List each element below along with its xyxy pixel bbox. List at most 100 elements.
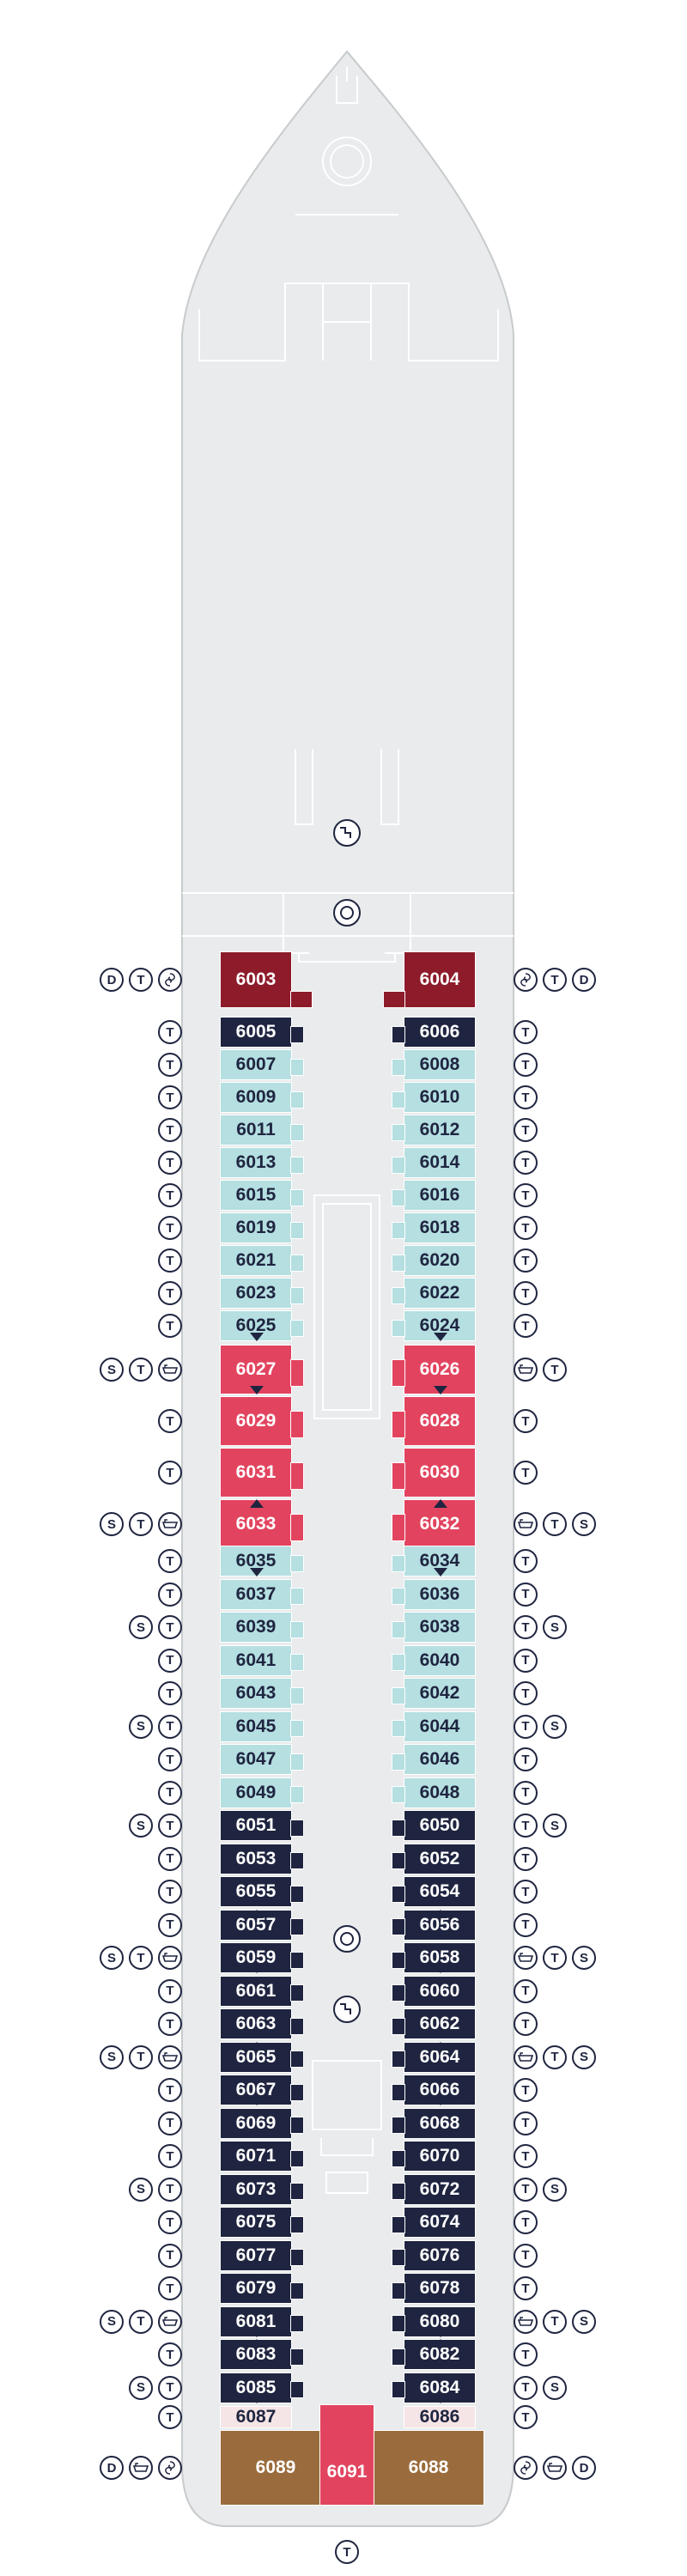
cabin-6043[interactable]: 6043 [220,1678,292,1709]
cabin-6041[interactable]: 6041 [220,1644,292,1676]
cabin-6050[interactable]: 6050 [404,1810,476,1841]
cabin-6042[interactable]: 6042 [404,1678,476,1709]
cabin-6067[interactable]: 6067 [220,2075,292,2105]
cabin-6080[interactable]: 6080 [404,2306,476,2337]
cabin-6005[interactable]: 6005 [220,1017,292,1048]
cabin-6033[interactable]: 6033 [220,1499,292,1549]
cabin-6053[interactable]: 6053 [220,1843,292,1874]
cabin-6063[interactable]: 6063 [220,2008,292,2039]
cabin-6073[interactable]: 6073 [220,2173,292,2205]
cabin-6070[interactable]: 6070 [404,2141,476,2172]
cabin-6028[interactable]: 6028 [404,1396,476,1446]
cabin-6076[interactable]: 6076 [404,2239,476,2271]
cabin-6030[interactable]: 6030 [404,1448,476,1498]
cabin-6025[interactable]: 6025 [220,1310,292,1341]
cabin-6085[interactable]: 6085 [220,2372,292,2403]
cabin-6061[interactable]: 6061 [220,1975,292,2007]
cabin-annex [290,1984,304,2002]
cabin-6068[interactable]: 6068 [404,2107,476,2139]
cabin-6040[interactable]: 6040 [404,1644,476,1676]
cabin-6079[interactable]: 6079 [220,2273,292,2304]
cabin-number: 6019 [235,1218,277,1237]
cabin-6009[interactable]: 6009 [220,1082,292,1113]
cabin-6031[interactable]: 6031 [220,1448,292,1498]
cabin-6015[interactable]: 6015 [220,1180,292,1211]
cabin-6078[interactable]: 6078 [404,2273,476,2304]
cabin-6069[interactable]: 6069 [220,2107,292,2139]
twin-bed-icon: T [514,2375,538,2400]
cabin-6066[interactable]: 6066 [404,2075,476,2105]
cabin-number: 6049 [235,1782,277,1802]
cabin-6089[interactable]: 6089 [220,2430,331,2506]
cabin-6039[interactable]: 6039 [220,1612,292,1643]
cabin-6056[interactable]: 6056 [404,1909,476,1941]
cabin-6011[interactable]: 6011 [220,1115,292,1145]
cabin-6057[interactable]: 6057 [220,1909,292,1941]
cabin-annex [392,1123,405,1141]
cabin-6086[interactable]: 6086 [404,2406,476,2428]
cabin-6072[interactable]: 6072 [404,2173,476,2205]
cabin-6077[interactable]: 6077 [220,2239,292,2271]
cabin-6052[interactable]: 6052 [404,1843,476,1874]
cabin-6083[interactable]: 6083 [220,2339,292,2370]
cabin-6051[interactable]: 6051 [220,1810,292,1841]
cabin-6038[interactable]: 6038 [404,1612,476,1643]
cabin-6084[interactable]: 6084 [404,2372,476,2403]
cabin-6021[interactable]: 6021 [220,1245,292,1276]
cabin-annex [392,1918,405,1936]
cabin-6044[interactable]: 6044 [404,1710,476,1742]
cabin-6014[interactable]: 6014 [404,1147,476,1178]
cabin-6037[interactable]: 6037 [220,1578,292,1610]
cabin-6081[interactable]: 6081 [220,2306,292,2337]
twin-bed-icon: T [543,968,567,992]
cabin-6091[interactable]: 6091 [319,2404,374,2506]
cabin-6019[interactable]: 6019 [220,1212,292,1243]
cabin-6035[interactable]: 6035 [220,1546,292,1577]
cabin-6082[interactable]: 6082 [404,2339,476,2370]
cabin-6065[interactable]: 6065 [220,2041,292,2073]
cabin-6045[interactable]: 6045 [220,1710,292,1742]
cabin-6010[interactable]: 6010 [404,1082,476,1113]
cabin-6049[interactable]: 6049 [220,1777,292,1808]
cabin-6088[interactable]: 6088 [373,2430,484,2506]
cabin-6008[interactable]: 6008 [404,1049,476,1080]
twin-bed-icon: T [158,1183,182,1207]
cabin-annex [392,1156,405,1174]
cabin-6032[interactable]: 6032 [404,1499,476,1549]
cabin-6007[interactable]: 6007 [220,1049,292,1080]
cabin-6026[interactable]: 6026 [404,1345,476,1394]
cabin-6012[interactable]: 6012 [404,1115,476,1145]
cabin-6013[interactable]: 6013 [220,1147,292,1178]
cabin-6048[interactable]: 6048 [404,1777,476,1808]
cabin-6029[interactable]: 6029 [220,1396,292,1446]
cabin-6054[interactable]: 6054 [404,1876,476,1907]
cabin-6034[interactable]: 6034 [404,1546,476,1577]
cabin-6047[interactable]: 6047 [220,1744,292,1775]
cabin-number: 6059 [235,1947,277,1967]
cabin-6004[interactable]: 6004 [404,951,476,1008]
cabin-annex [290,1123,304,1141]
cabin-6055[interactable]: 6055 [220,1876,292,1907]
cabin-6003[interactable]: 6003 [220,951,292,1008]
cabin-6071[interactable]: 6071 [220,2141,292,2172]
twin-bed-icon: T [158,2210,182,2234]
cabin-6058[interactable]: 6058 [404,1942,476,1973]
cabin-annex [392,1951,405,1969]
cabin-6018[interactable]: 6018 [404,1212,476,1243]
cabin-6016[interactable]: 6016 [404,1180,476,1211]
cabin-6006[interactable]: 6006 [404,1017,476,1048]
cabin-6024[interactable]: 6024 [404,1310,476,1341]
cabin-6075[interactable]: 6075 [220,2207,292,2238]
cabin-6059[interactable]: 6059 [220,1942,292,1973]
cabin-6036[interactable]: 6036 [404,1578,476,1610]
cabin-6087[interactable]: 6087 [220,2406,292,2428]
cabin-6046[interactable]: 6046 [404,1744,476,1775]
cabin-6062[interactable]: 6062 [404,2008,476,2039]
cabin-6023[interactable]: 6023 [220,1278,292,1309]
cabin-6064[interactable]: 6064 [404,2041,476,2073]
cabin-6060[interactable]: 6060 [404,1975,476,2007]
cabin-6022[interactable]: 6022 [404,1278,476,1309]
cabin-6074[interactable]: 6074 [404,2207,476,2238]
cabin-6020[interactable]: 6020 [404,1245,476,1276]
cabin-6027[interactable]: 6027 [220,1345,292,1394]
